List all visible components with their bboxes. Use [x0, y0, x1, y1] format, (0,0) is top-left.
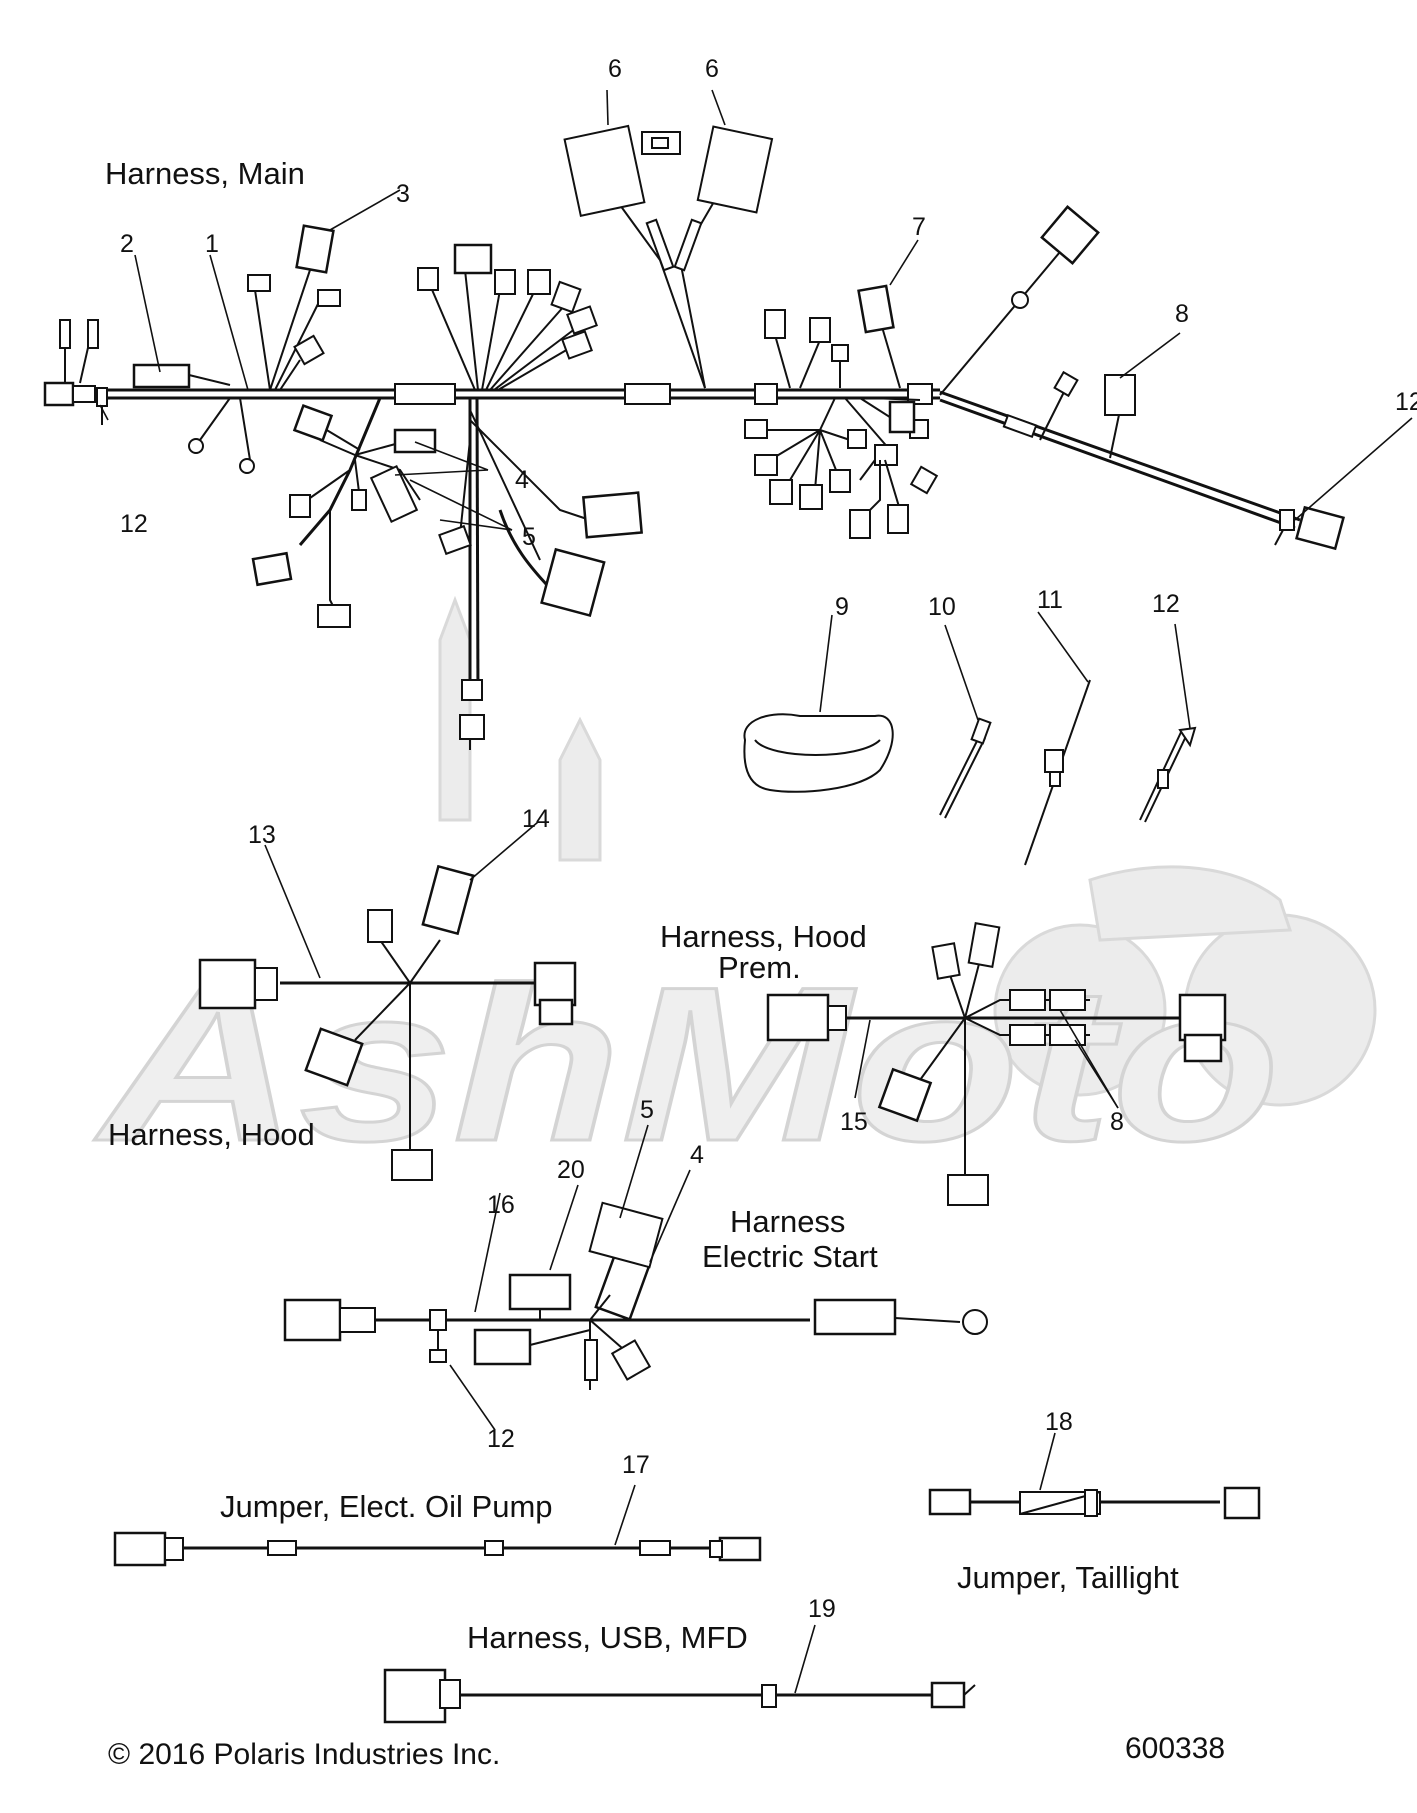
- callout-7: 7: [912, 213, 926, 241]
- callout-16: 16: [487, 1191, 515, 1219]
- callout-4: 4: [515, 466, 529, 494]
- callout-6a: 6: [608, 55, 622, 83]
- watermark-text: AshMoto: [94, 941, 1280, 1187]
- title-hood-prem-line2: Prem.: [718, 950, 801, 985]
- callout-1: 1: [205, 230, 219, 258]
- callout-12d: 12: [487, 1425, 515, 1453]
- copyright-text: © 2016 Polaris Industries Inc.: [108, 1738, 500, 1771]
- title-oil-pump-jumper: Jumper, Elect. Oil Pump: [220, 1489, 553, 1524]
- title-usb-harness: Harness, USB, MFD: [467, 1620, 748, 1655]
- callout-10: 10: [928, 593, 956, 621]
- callout-4b: 4: [690, 1141, 704, 1169]
- callout-14: 14: [522, 805, 550, 833]
- title-main-harness: Harness, Main: [105, 156, 305, 191]
- watermark: AshMoto: [92, 595, 1377, 1189]
- title-hood-prem-line1: Harness, Hood: [660, 919, 867, 954]
- estart-harness: [283, 1124, 988, 1431]
- callout-12a: 12: [1395, 388, 1417, 416]
- section-titles: Harness, Main Harness, Hood Harness, Hoo…: [105, 156, 1179, 1655]
- callout-12c: 12: [1152, 590, 1180, 618]
- hood-prem-harness: [766, 922, 1227, 1206]
- callout-8a: 8: [1175, 300, 1189, 328]
- footer: © 2016 Polaris Industries Inc. 600338: [108, 1732, 1225, 1771]
- taillight-jumper: [928, 1432, 1261, 1520]
- hood-harness: [198, 821, 577, 1181]
- callout-20: 20: [557, 1156, 585, 1184]
- title-estart-line1: Harness: [730, 1204, 845, 1239]
- callout-12b: 12: [120, 510, 148, 538]
- callout-15: 15: [840, 1108, 868, 1136]
- callout-18: 18: [1045, 1408, 1073, 1436]
- small-parts: [743, 611, 1197, 866]
- callout-numbers: 1 2 3 4 5 6 6 7 8 12 12 9 10 11 12 13 14…: [120, 55, 1417, 1623]
- callout-5b: 5: [640, 1096, 654, 1124]
- callout-6b: 6: [705, 55, 719, 83]
- callout-2: 2: [120, 230, 134, 258]
- title-taillight-jumper: Jumper, Taillight: [957, 1560, 1179, 1595]
- callout-13: 13: [248, 821, 276, 849]
- callout-11: 11: [1037, 586, 1063, 614]
- figure-id: 600338: [1125, 1732, 1225, 1765]
- main-harness: [43, 89, 1413, 750]
- callout-19: 19: [808, 1595, 836, 1623]
- title-hood-harness: Harness, Hood: [108, 1117, 315, 1152]
- oil-pump-jumper: [113, 1484, 762, 1567]
- title-estart-line2: Electric Start: [702, 1239, 878, 1274]
- callout-9: 9: [835, 593, 849, 621]
- callout-5: 5: [522, 523, 536, 551]
- callout-17: 17: [622, 1451, 650, 1479]
- usb-harness: [383, 1624, 976, 1724]
- callout-8b: 8: [1110, 1108, 1124, 1136]
- callout-3: 3: [396, 180, 410, 208]
